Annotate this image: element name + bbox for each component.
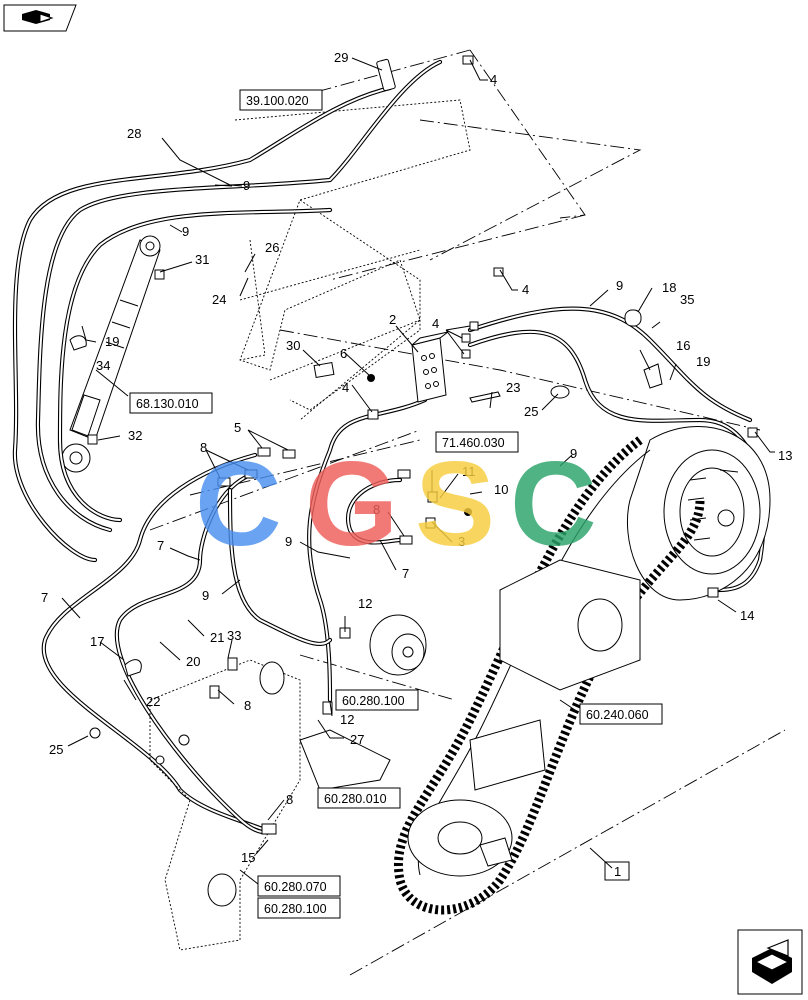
svg-text:68.130.010: 68.130.010 — [136, 397, 199, 411]
svg-text:60.280.100: 60.280.100 — [342, 694, 405, 708]
callout-19: 19 — [696, 354, 710, 369]
callout-18: 18 — [662, 280, 676, 295]
callout-10: 10 — [494, 482, 508, 497]
callout-4: 4 — [342, 380, 349, 395]
callout-8: 8 — [286, 792, 293, 807]
svg-text:60.280.100: 60.280.100 — [264, 902, 327, 916]
hose-bundle-center — [41, 397, 428, 835]
roller-hub — [299, 614, 427, 791]
ref-39-100-020[interactable]: 39.100.020 — [239, 89, 323, 111]
watermark-letter-c1: C — [195, 437, 282, 571]
callout-24: 24 — [212, 292, 226, 307]
callout-7: 7 — [157, 538, 164, 553]
callout-26: 26 — [265, 240, 279, 255]
callout-9: 9 — [616, 278, 623, 293]
callout-9: 9 — [182, 224, 189, 239]
callout-7: 7 — [402, 566, 409, 581]
svg-text:60.280.070: 60.280.070 — [264, 880, 327, 894]
callout-16: 16 — [676, 338, 690, 353]
ref-68-130-010[interactable]: 68.130.010 — [129, 392, 213, 414]
callout-2: 2 — [389, 312, 396, 327]
callout-15: 15 — [241, 850, 255, 865]
valve-block — [411, 331, 449, 403]
callout-30: 30 — [286, 338, 300, 353]
callout-20: 20 — [186, 654, 200, 669]
hydraulic-cylinder — [61, 235, 161, 473]
svg-text:60.280.010: 60.280.010 — [324, 792, 387, 806]
callout-1: 1 — [614, 864, 621, 879]
callout-13: 13 — [778, 448, 792, 463]
callout-numbers: 29 4 28 9 9 31 26 24 4 9 18 35 2 4 19 30… — [41, 50, 792, 879]
callout-28: 28 — [127, 126, 141, 141]
callout-9: 9 — [285, 534, 292, 549]
frame-outline — [234, 99, 471, 421]
ref-71-460-030[interactable]: 71.460.030 — [435, 431, 519, 453]
callout-4: 4 — [522, 282, 529, 297]
prev-page-icon[interactable] — [3, 4, 77, 32]
section-references: 39.100.020 68.130.010 71.460.030 60.280.… — [129, 89, 663, 919]
callout-23: 23 — [506, 380, 520, 395]
ref-60-280-070[interactable]: 60.280.070 — [257, 875, 341, 897]
callout-35: 35 — [680, 292, 694, 307]
callout-8: 8 — [373, 502, 380, 517]
callout-9: 9 — [243, 178, 250, 193]
watermark-letter-s: S — [415, 437, 495, 571]
ref-60-280-010[interactable]: 60.280.010 — [317, 787, 401, 809]
watermark-letter-g: G — [305, 437, 398, 571]
callout-3: 3 — [458, 534, 465, 549]
callout-12: 12 — [358, 596, 372, 611]
callout-27: 27 — [350, 732, 364, 747]
watermark-logo: C G S C — [195, 437, 597, 571]
callout-9: 9 — [202, 588, 209, 603]
ref-60-280-100-b[interactable]: 60.280.100 — [257, 897, 341, 919]
callout-21: 21 — [210, 630, 224, 645]
ref-60-240-060[interactable]: 60.240.060 — [579, 703, 663, 725]
callout-9: 9 — [570, 446, 577, 461]
callout-8: 8 — [200, 440, 207, 455]
leader-lines — [61, 57, 775, 885]
callout-31: 31 — [195, 252, 209, 267]
callout-25: 25 — [49, 742, 63, 757]
ref-60-280-100[interactable]: 60.280.100 — [335, 689, 419, 711]
callout-5: 5 — [234, 420, 241, 435]
callout-12: 12 — [340, 712, 354, 727]
next-page-icon[interactable] — [737, 929, 803, 995]
arm-casting — [149, 659, 301, 951]
callout-33: 33 — [227, 628, 241, 643]
callout-29: 29 — [334, 50, 348, 65]
fittings — [69, 55, 758, 835]
callout-17: 17 — [90, 634, 104, 649]
callout-11: 11 — [462, 464, 476, 479]
hose-bundle-left — [12, 59, 443, 563]
callout-19: 19 — [105, 334, 119, 349]
svg-text:39.100.020: 39.100.020 — [246, 94, 309, 108]
callout-34: 34 — [96, 358, 110, 373]
svg-text:71.460.030: 71.460.030 — [442, 436, 505, 450]
callout-14: 14 — [740, 608, 754, 623]
callout-32: 32 — [128, 428, 142, 443]
watermark-letter-c2: C — [510, 437, 597, 571]
svg-text:60.240.060: 60.240.060 — [586, 708, 649, 722]
callout-6: 6 — [340, 346, 347, 361]
callout-22: 22 — [146, 694, 160, 709]
callout-4: 4 — [490, 72, 497, 87]
roller-chain — [394, 436, 705, 915]
callout-8: 8 — [244, 698, 251, 713]
callout-7: 7 — [41, 590, 48, 605]
callout-4: 4 — [432, 316, 439, 331]
hose-bundle-right — [467, 306, 766, 593]
construction-lines — [149, 49, 786, 976]
callout-25: 25 — [524, 404, 538, 419]
